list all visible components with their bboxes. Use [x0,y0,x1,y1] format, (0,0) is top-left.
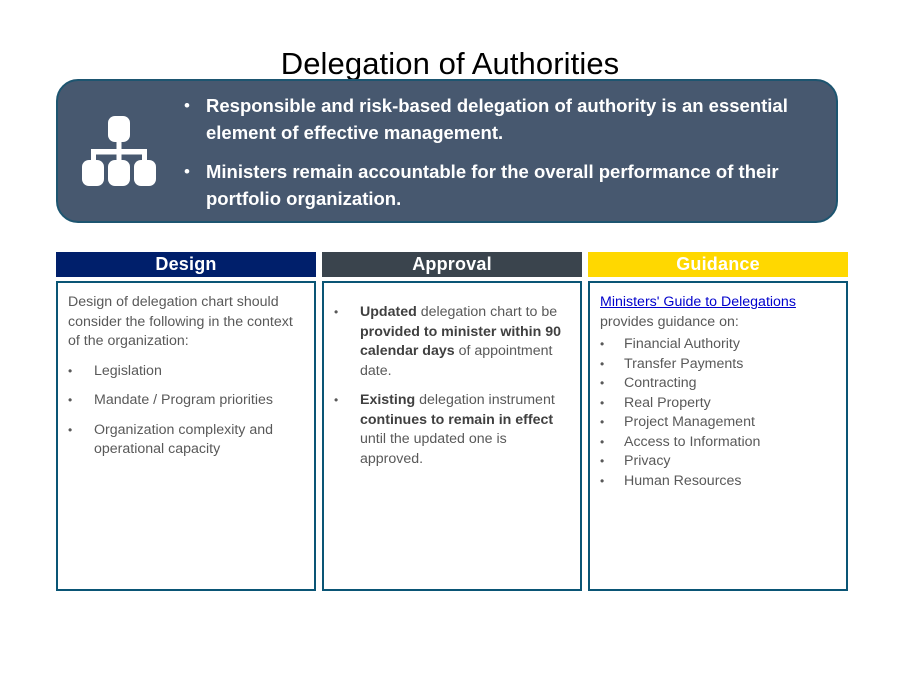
design-bullet-list: • Legislation • Mandate / Program priori… [68,362,305,460]
list-item: • Organization complexity and operationa… [68,421,305,460]
bullet-glyph: • [68,422,73,437]
column-design: Design Design of delegation chart should… [56,252,316,591]
list-item: • Transfer Payments [600,355,837,375]
bullet-glyph: • [334,305,339,319]
list-item: • Real Property [600,394,837,414]
list-item-label: Project Management [624,414,755,430]
list-item: • Existing delegation instrument continu… [334,391,571,469]
bullet-glyph: • [600,473,605,488]
guidance-intro: Ministers' Guide to Delegations provides… [600,293,837,332]
list-item: • Project Management [600,413,837,433]
column-body-design: Design of delegation chart should consid… [56,281,316,591]
column-header-guidance: Guidance [588,252,848,277]
key-message-banner: • Responsible and risk-based delegation … [56,79,838,223]
list-item-label: Contracting [624,375,697,391]
column-header-design: Design [56,252,316,277]
column-body-approval: • Updated delegation chart to be provide… [322,281,582,591]
list-item: • Human Resources [600,472,837,492]
guidance-intro-text: provides guidance on: [600,313,739,330]
bullet-glyph: • [334,393,339,407]
banner-bullet-text: Responsible and risk-based delegation of… [206,95,788,143]
list-item-label: Real Property [624,394,711,411]
list-item-label: Existing delegation instrument continues… [360,392,555,467]
list-item-label: Human Resources [624,472,742,489]
list-item: • Financial Authority [600,335,837,355]
bullet-glyph: • [600,395,605,410]
org-chart-icon [58,81,180,221]
bullet-glyph: • [184,162,190,181]
list-item-label: Transfer Payments [624,355,744,372]
bullet-glyph: • [600,454,605,468]
bullet-glyph: • [600,415,605,429]
column-body-guidance: Ministers' Guide to Delegations provides… [588,281,848,591]
banner-bullet-text: Ministers remain accountable for the ove… [206,161,779,209]
list-item: • Access to Information [600,433,837,453]
column-approval: Approval • Updated delegation chart to b… [322,252,582,591]
list-item-label: Privacy [624,453,671,469]
three-column-layout: Design Design of delegation chart should… [56,252,848,591]
design-intro-text: Design of delegation chart should consid… [68,294,293,349]
banner-bullet-item: • Ministers remain accountable for the o… [180,158,810,212]
list-item-label: Financial Authority [624,336,740,352]
list-item: • Contracting [600,374,837,394]
guidance-bullet-list: • Financial Authority • Transfer Payment… [600,335,837,491]
page-title: Delegation of Authorities [280,46,620,81]
bullet-glyph: • [600,356,605,371]
approval-bullet-list: • Updated delegation chart to be provide… [334,303,571,469]
banner-bullet-list: • Responsible and risk-based delegation … [180,90,836,212]
list-item: • Privacy [600,452,837,472]
list-item: • Updated delegation chart to be provide… [334,303,571,381]
ministers-guide-link[interactable]: Ministers' Guide to Delegations [600,294,796,310]
list-item-label: Updated delegation chart to be provided … [360,304,562,379]
list-item: • Mandate / Program priorities [68,391,305,411]
bullet-glyph: • [184,96,190,115]
list-item-label: Organization complexity and operational … [94,421,274,458]
bullet-glyph: • [600,434,605,449]
list-item-label: Legislation [94,362,162,379]
banner-bullet-item: • Responsible and risk-based delegation … [180,92,810,146]
bullet-glyph: • [68,363,73,378]
list-item-label: Mandate / Program priorities [94,392,273,408]
column-guidance: Guidance Ministers' Guide to Delegations… [588,252,848,591]
bullet-glyph: • [68,393,73,407]
list-item: • Legislation [68,362,305,382]
list-item-label: Access to Information [624,433,761,450]
bullet-glyph: • [600,337,605,351]
column-header-approval: Approval [322,252,582,277]
bullet-glyph: • [600,376,605,390]
